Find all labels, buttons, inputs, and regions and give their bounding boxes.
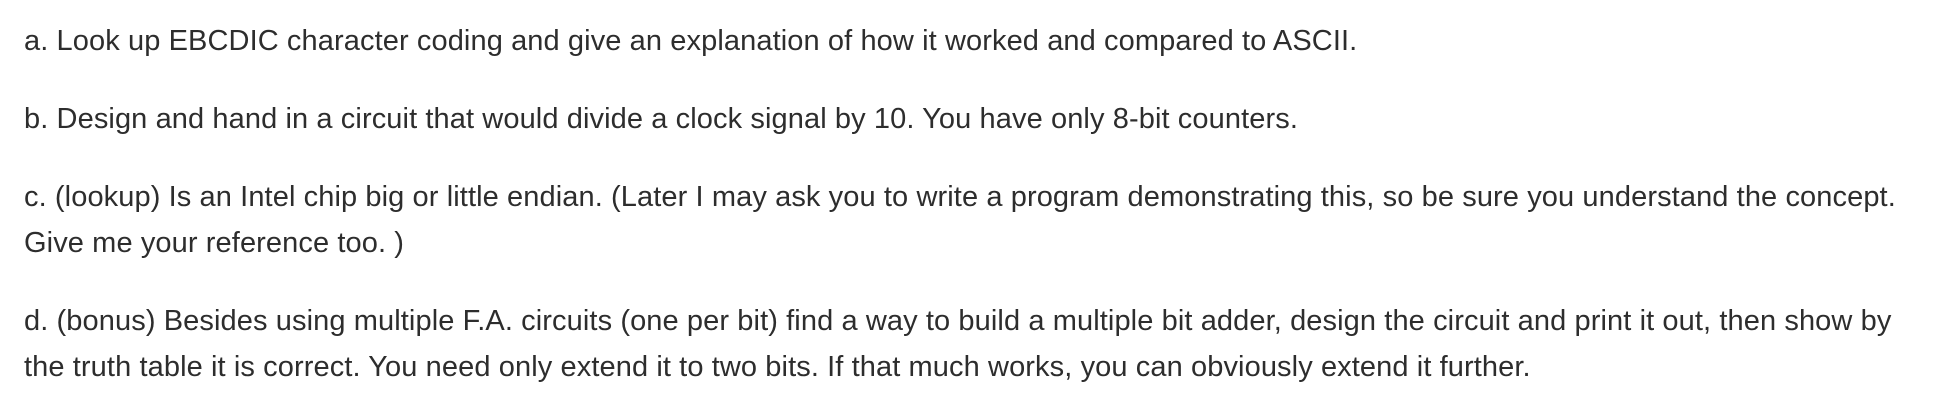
list-item-a: a. Look up EBCDIC character coding and g… xyxy=(24,25,1358,57)
list-item-c: c. (lookup) Is an Intel chip big or litt… xyxy=(24,181,1896,259)
assignment-list: a. Look up EBCDIC character coding and g… xyxy=(24,18,1924,390)
list-item-d: d. (bonus) Besides using multiple F.A. c… xyxy=(24,305,1892,383)
list-item-b: b. Design and hand in a circuit that wou… xyxy=(24,103,1298,135)
